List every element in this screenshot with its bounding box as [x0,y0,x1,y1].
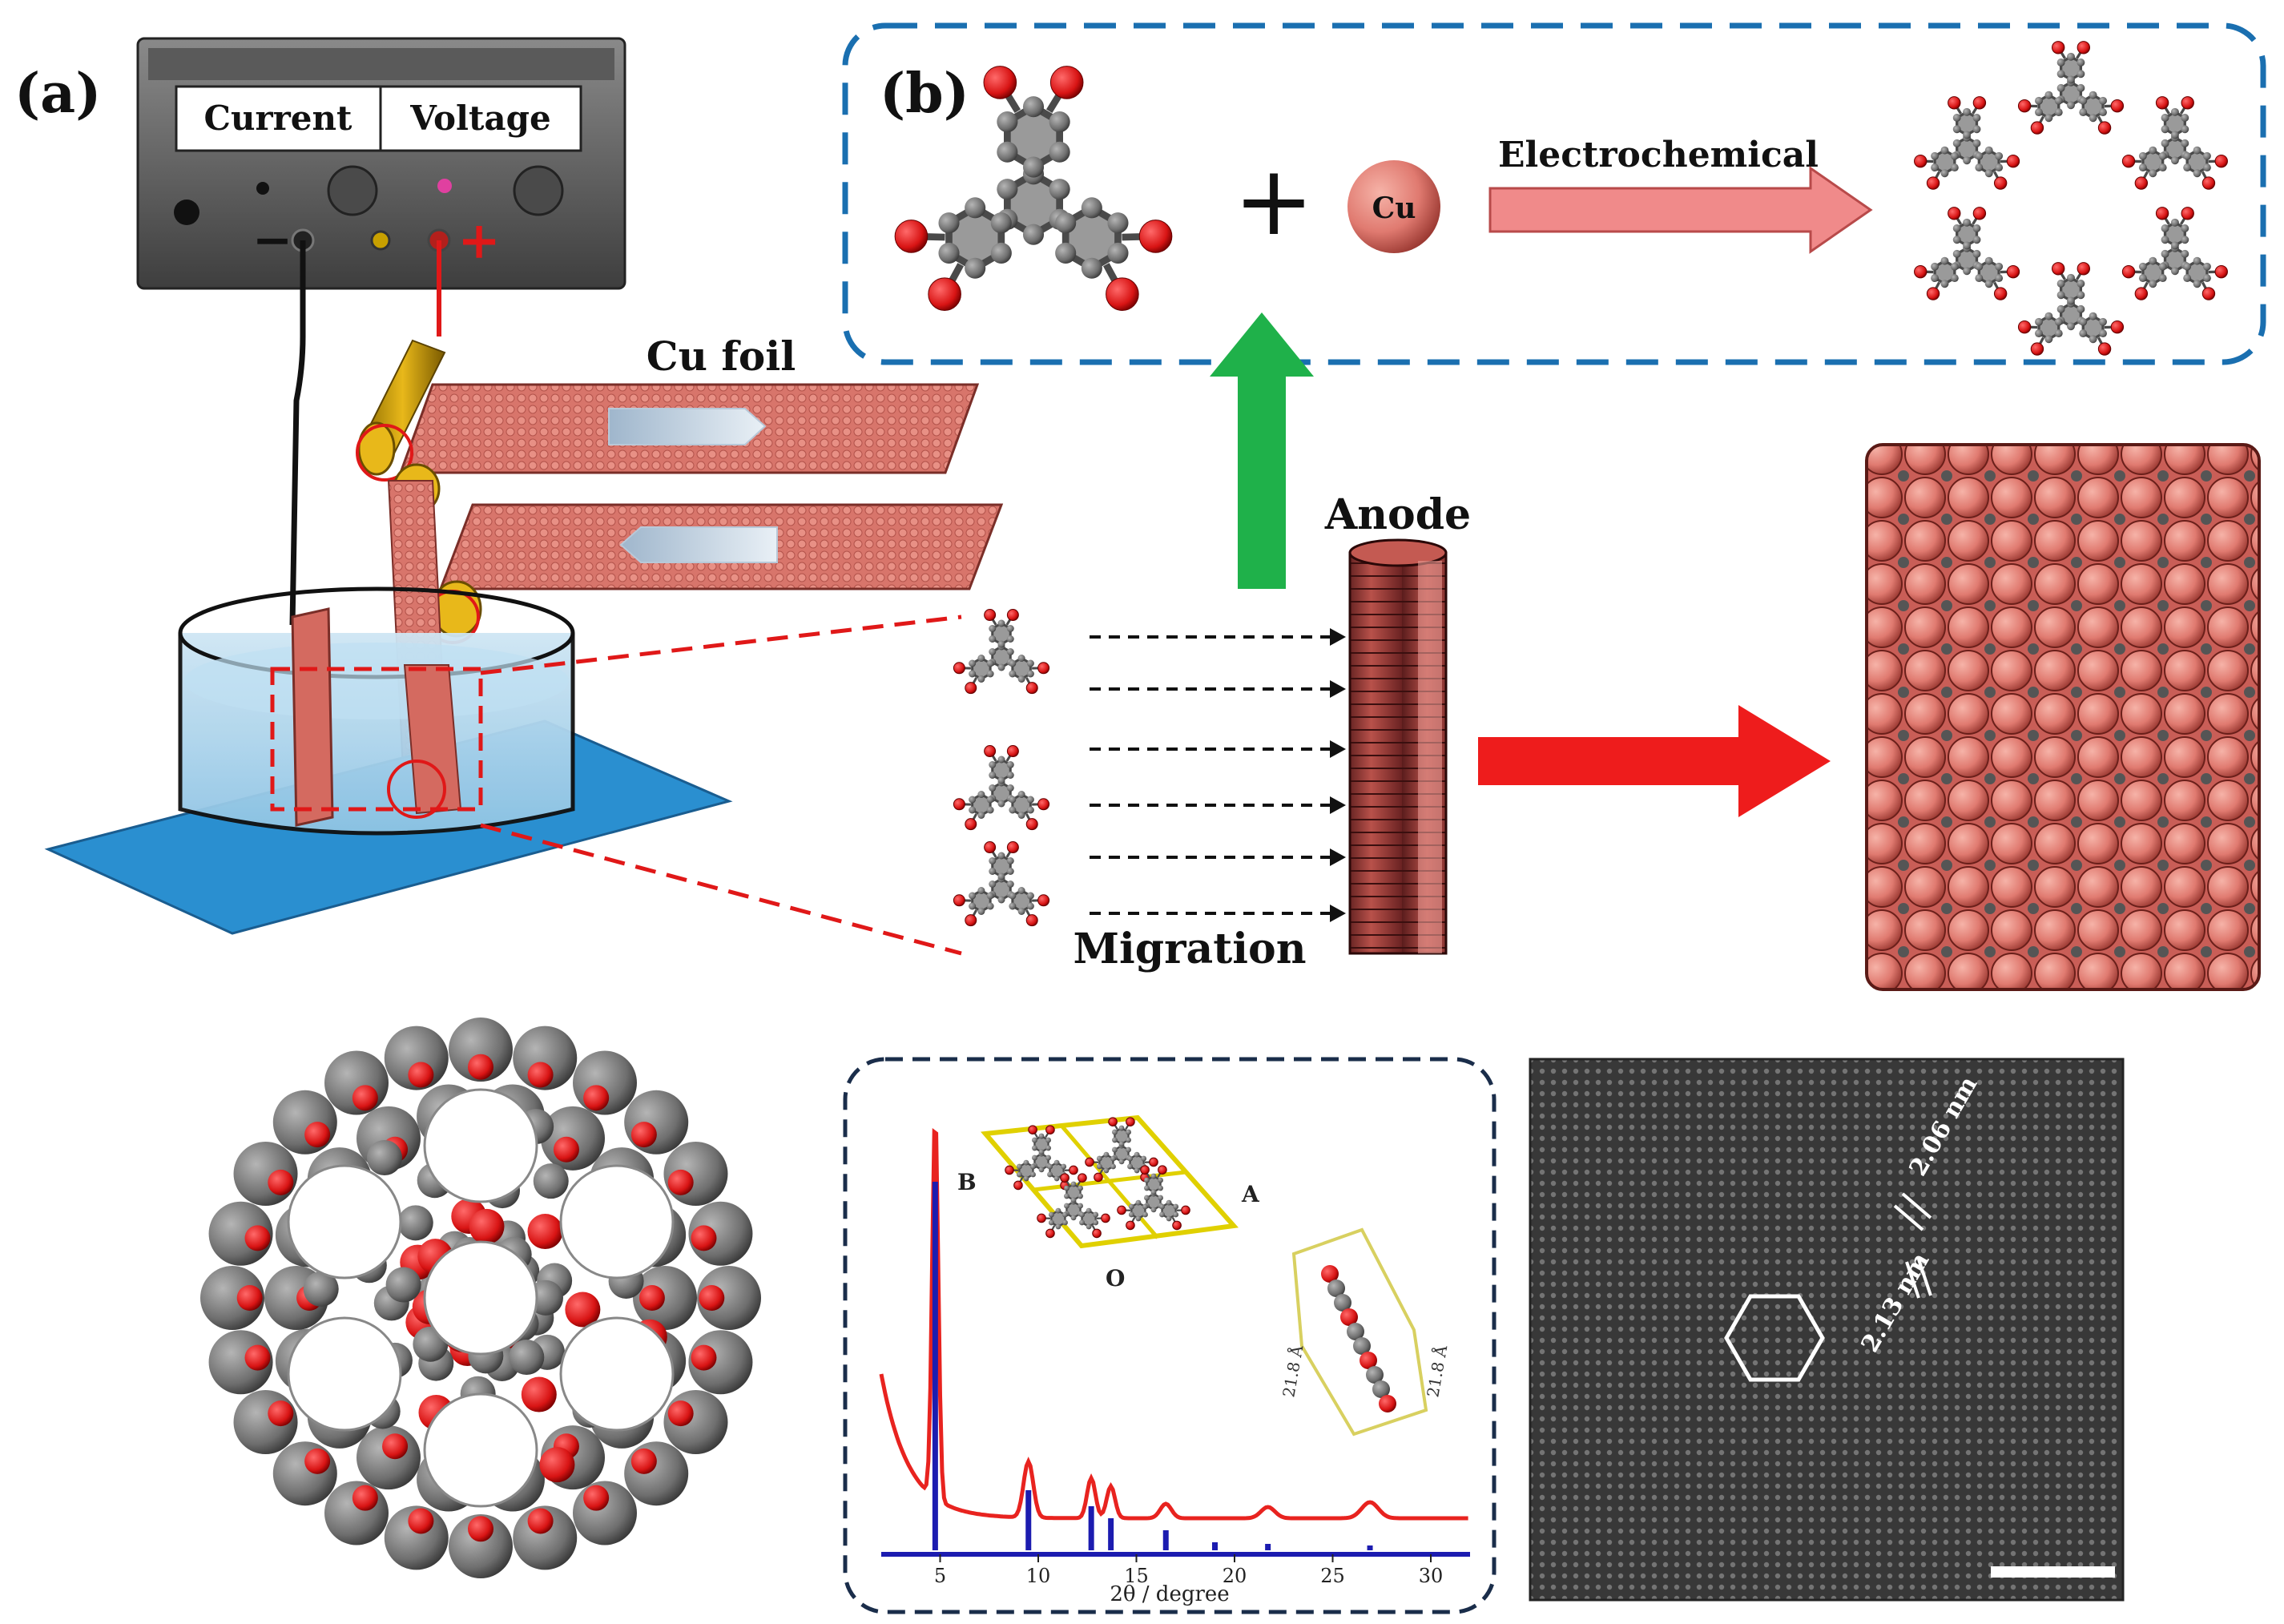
tem-image [1529,1058,2125,1602]
panel-b-frame [842,22,2266,365]
cell-dim-left: 21.8 Å [1278,1344,1307,1399]
voltage-knob-icon [513,165,564,216]
beaker [178,586,575,836]
pxrd-x-tick: 15 [1124,1565,1149,1587]
cu-foil-label: Cu foil [647,332,796,380]
pxrd-x-axis-label: 2θ / degree [1110,1582,1229,1606]
power-switch-icon [174,199,199,225]
pxrd-x-tick: 10 [1026,1565,1051,1587]
minus-sign: − [252,212,292,268]
pxrd-chart: 5 10 15 20 25 30 [879,1128,1470,1587]
cell-label-a: A [1241,1181,1260,1207]
plus-operator: + [1234,146,1315,257]
indicator-light-icon [437,179,452,193]
current-display-label: Current [204,99,352,138]
unit-cell-side-icon [1291,1227,1428,1437]
cell-label-b: B [957,1169,977,1195]
green-up-arrow [1210,312,1314,589]
reaction-arrow [1488,166,1873,254]
voltage-display-label: Voltage [409,99,550,138]
migration-arrows [1090,628,1346,922]
anode-rod [1348,538,1448,955]
tem-scale-bar [1991,1566,2115,1578]
roller-upper [356,339,446,482]
cu-atom-icon [1347,160,1440,253]
plus-sign: + [457,211,501,271]
current-knob-icon [327,165,378,216]
cu-foil-lower [438,503,1004,590]
pxrd-x-tick: 30 [1419,1565,1444,1587]
zoom-line-top [480,615,962,675]
cathode-plate [291,607,334,827]
anode-label: Anode [1324,490,1471,539]
hhtp-molecule-icon [894,66,1173,311]
zoom-line-bottom [480,823,962,956]
cell-dim-right: 21.8 Å [1422,1344,1451,1399]
negative-wire [289,240,306,626]
tem-spacing-markers [1893,1192,1932,1299]
panel-a-label: (a) [14,62,101,126]
panel-b-label: (b) [880,62,969,126]
cu-atom-label: Cu [1372,191,1416,225]
cell-label-o: O [1106,1265,1125,1292]
ligand-molecule-icon [953,841,1050,927]
mof-framework-icon [200,1018,761,1578]
cu-mof-film-icon [1865,443,2261,991]
red-right-arrow [1478,705,1831,817]
power-supply: Current Voltage − + [136,37,626,290]
tem-hexagon-icon [1724,1294,1825,1382]
cu-hhtp-ring-icon [1914,41,2228,356]
pxrd-x-tick: 20 [1223,1565,1247,1587]
pxrd-frame [843,1057,1496,1614]
pxrd-x-tick: 5 [934,1565,946,1587]
pxrd-x-tick: 25 [1320,1565,1345,1587]
migration-label: Migration [1073,925,1306,973]
ligand-molecule-icon [953,609,1050,695]
reaction-label: Electrochemical [1498,135,1819,175]
unit-cell-icon [981,1114,1239,1249]
bath-zoom-box [270,667,483,812]
cu-foil-upper [398,383,980,474]
ligand-molecule-icon [953,745,1050,831]
